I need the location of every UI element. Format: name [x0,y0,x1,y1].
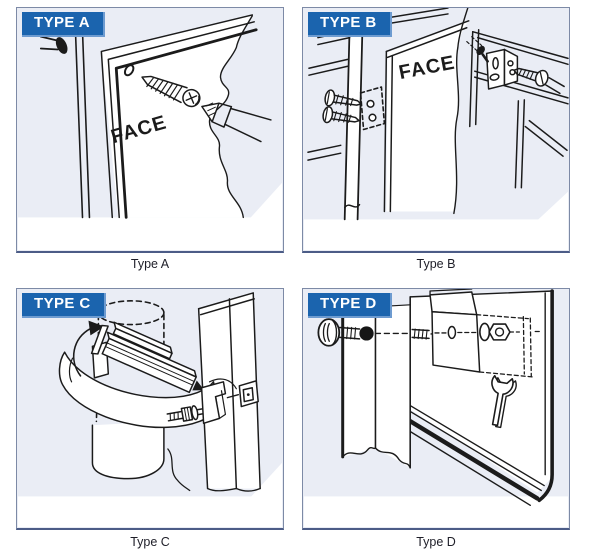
panel-type-d: TYPE D [302,288,570,530]
pole-icon [91,420,165,480]
angle-bracket-icon [485,48,519,90]
mounting-pad-icon [238,380,259,408]
through-bolt-icon [317,318,448,347]
pilot-hole-icon [123,64,135,77]
panel-type-a: TYPE A [16,7,284,253]
mounting-block-icon [429,289,542,378]
type-b-badge: TYPE B [308,12,392,37]
caption-type-d: Type D [416,535,456,549]
torn-edge [208,15,253,219]
type-c-badge: TYPE C [22,293,106,318]
caption-type-a: Type A [130,257,170,271]
caption-type-b: Type B [416,257,456,271]
caption-type-c: Type C [130,535,170,549]
wall-corner [74,30,91,219]
wall-plug-icon [201,102,272,143]
clamp-bracket-icon [200,381,240,425]
page-curl [505,191,569,251]
screw-icon [141,75,201,108]
wrench-icon [491,374,517,429]
type-b-diagram: FACE [303,8,569,251]
rotation-arrow-icon [72,320,105,377]
sign-bottom-frame [404,417,540,501]
post-edges [343,22,364,221]
washer-icon [359,326,374,341]
type-a-diagram: FACE [17,14,283,251]
type-d-badge: TYPE D [308,293,392,318]
bolt-icon [466,36,489,63]
hex-nut-icon [488,323,511,341]
washer-icon [479,322,491,342]
sign-rail-icon [90,321,205,394]
panel-type-b: TYPE B [302,7,570,253]
hidden-pole-top [97,300,165,326]
drill-template-icon [359,86,386,131]
type-a-badge: TYPE A [22,12,106,37]
type-d-diagram [303,289,569,528]
torn-edge [167,448,191,492]
panel-type-c: TYPE C [16,288,284,530]
screw-icon [513,67,565,95]
type-c-diagram [17,292,283,528]
wall-screw-icon [39,35,68,54]
torn-edge [453,8,469,215]
screw-icon [322,106,360,124]
screw-icon [324,89,362,107]
